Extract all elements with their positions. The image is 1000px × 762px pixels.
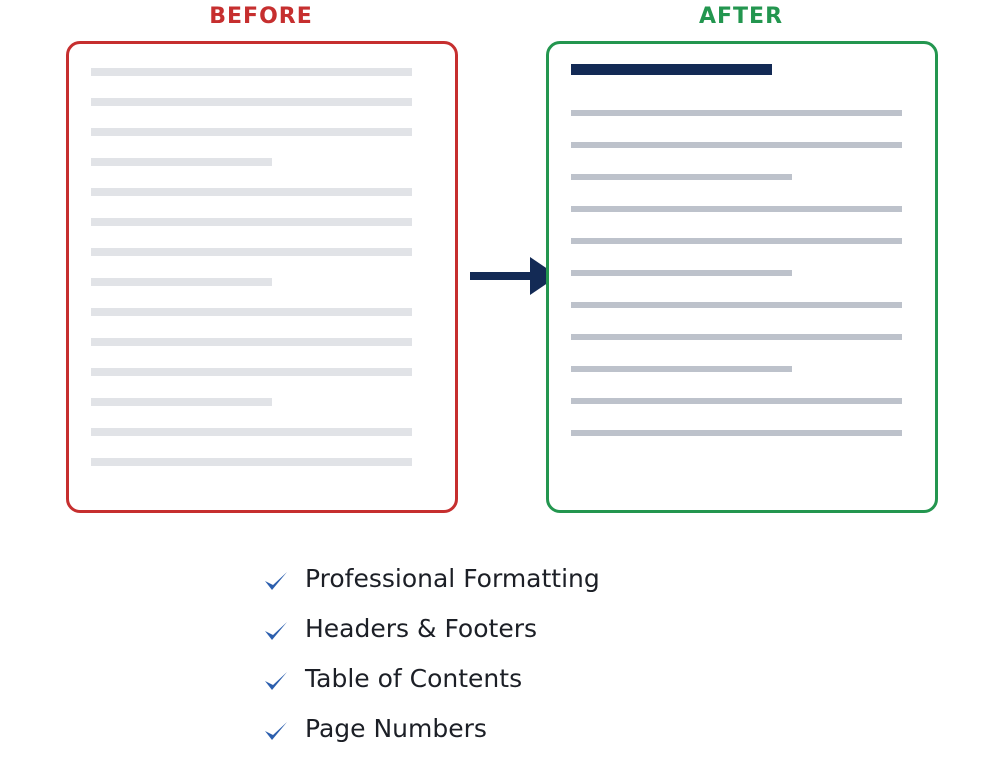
text-line (571, 110, 902, 116)
right-arrow-icon (470, 257, 558, 295)
after-document (546, 41, 938, 513)
text-line (91, 368, 412, 376)
text-line (91, 128, 412, 136)
text-line (571, 174, 792, 180)
document-title-bar (571, 64, 772, 75)
text-line (571, 302, 902, 308)
arrow-shaft (470, 272, 536, 280)
text-line (571, 334, 902, 340)
text-line (571, 142, 902, 148)
checkmark-icon (265, 622, 287, 640)
text-line (571, 366, 792, 372)
before-document (66, 41, 458, 513)
text-line (91, 338, 412, 346)
text-line (91, 308, 412, 316)
text-line (91, 398, 272, 406)
text-line (571, 430, 902, 436)
text-line (91, 278, 272, 286)
feature-label: Headers & Footers (305, 614, 538, 643)
text-line (91, 188, 412, 196)
text-line (571, 270, 792, 276)
feature-label: Table of Contents (305, 664, 523, 693)
text-line (91, 158, 272, 166)
before-heading: BEFORE (209, 4, 313, 29)
text-line (571, 206, 902, 212)
checkmark-icon (265, 722, 287, 740)
text-line (571, 238, 902, 244)
feature-label: Professional Formatting (305, 564, 600, 593)
text-line (91, 218, 412, 226)
text-line (91, 428, 412, 436)
checkmark-icon (265, 572, 287, 590)
arrow-head (530, 257, 558, 295)
checkmark-icon (265, 672, 287, 690)
feature-label: Page Numbers (305, 714, 487, 743)
text-line (91, 458, 412, 466)
text-line (571, 398, 902, 404)
after-heading: AFTER (698, 4, 784, 29)
text-line (91, 68, 412, 76)
text-line (91, 248, 412, 256)
text-line (91, 98, 412, 106)
